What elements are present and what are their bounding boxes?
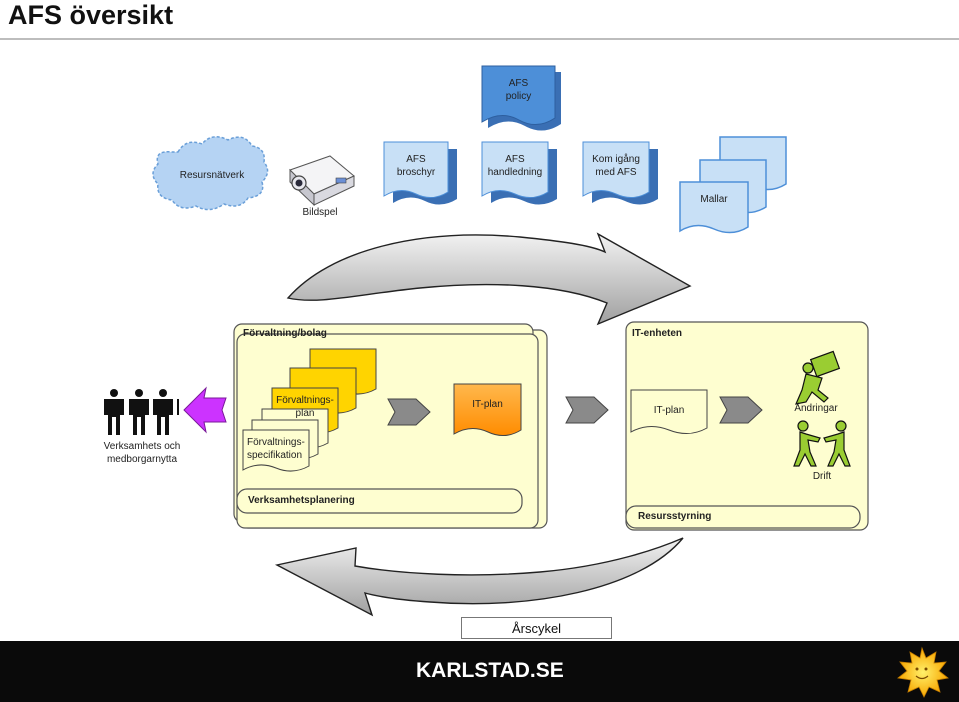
- doc-afs-policy-line1: AFS: [508, 78, 529, 89]
- doc-forvaltningsspecifikation-line1: Förvaltnings-: [247, 437, 305, 448]
- doc-afs-broschyr-label: AFS broschyr: [384, 153, 448, 179]
- chevron-arrow-icon: [719, 396, 763, 424]
- doc-it-plan-right: [630, 389, 708, 434]
- page-title: AFS översikt: [8, 0, 174, 30]
- title-divider: [0, 38, 959, 40]
- doc-afs-handledning-line1: AFS: [505, 154, 525, 165]
- panel-forvaltning-footer: Verksamhetsplanering: [248, 495, 355, 506]
- doc-forvaltningsspecifikation-line2: specifikation: [247, 450, 303, 461]
- doc-forvaltningsspecifikation-label: Förvaltnings- specifikation: [247, 436, 307, 462]
- doc-forvaltningsplan-label: Förvaltnings- plan: [272, 394, 338, 420]
- cloud-icon: [152, 136, 269, 211]
- doc-afs-broschyr: [383, 141, 457, 205]
- handshake-icon: [793, 420, 851, 467]
- stakeholders-line1: Verksamhets och: [103, 441, 181, 452]
- stakeholders-label: Verksamhets och medborgarnytta: [92, 440, 192, 466]
- doc-afs-broschyr-line2: broschyr: [396, 167, 436, 178]
- footer-bar: [0, 641, 959, 702]
- doc-afs-policy-line2: policy: [505, 91, 532, 102]
- panel-it-enheten-title: IT-enheten: [632, 328, 683, 339]
- arscykel-box: [461, 617, 612, 639]
- andringar-label: Ändringar: [794, 403, 838, 414]
- doc-kom-igang-label: Kom igång med AFS: [583, 153, 649, 179]
- arscykel-label: Årscykel: [511, 621, 562, 636]
- cycle-arrow-bottom: [274, 537, 684, 617]
- doc-afs-handledning: [481, 141, 557, 205]
- chevron-arrow-icon: [565, 396, 609, 424]
- doc-mallar-stack: [679, 136, 787, 234]
- doc-kom-igang: [582, 141, 658, 205]
- people-icon: [104, 389, 179, 435]
- doc-forvaltningsplan-line1: Förvaltnings-: [276, 395, 334, 406]
- cloud-label: Resursnätverk: [179, 170, 245, 181]
- doc-forvaltningsspecifikation-stack: [242, 408, 329, 472]
- sun-logo-icon: [897, 646, 949, 698]
- doc-afs-policy-label: AFS policy: [482, 77, 555, 103]
- doc-forvaltningsplan-line2: plan: [295, 408, 315, 419]
- doc-it-plan-left: [453, 383, 522, 436]
- brand-logo-text[interactable]: KARLSTAD.SE: [416, 659, 564, 682]
- doc-kom-igang-line2: med AFS: [595, 167, 637, 178]
- projector-label: Bildspel: [302, 207, 338, 218]
- doc-afs-handledning-label: AFS handledning: [482, 153, 548, 179]
- doc-it-plan-right-label: IT-plan: [653, 405, 685, 416]
- worker-pushing-icon: [794, 350, 841, 405]
- projector-icon: [289, 155, 355, 207]
- cycle-arrow-top: [286, 232, 692, 326]
- panel-it-enheten-footer: Resursstyrning: [638, 511, 712, 522]
- doc-afs-policy: [481, 65, 561, 131]
- doc-kom-igang-line1: Kom igång: [592, 154, 640, 165]
- magenta-arrow-icon: [183, 386, 227, 434]
- doc-mallar-label: Mallar: [700, 194, 728, 205]
- panel-forvaltning-title: Förvaltning/bolag: [243, 328, 327, 339]
- stakeholders-line2: medborgarnytta: [106, 454, 178, 465]
- doc-afs-handledning-line2: handledning: [487, 167, 543, 178]
- doc-it-plan-left-label: IT-plan: [472, 399, 503, 410]
- chevron-arrow-icon: [387, 398, 431, 426]
- doc-afs-broschyr-line1: AFS: [406, 154, 426, 165]
- drift-label: Drift: [812, 471, 832, 482]
